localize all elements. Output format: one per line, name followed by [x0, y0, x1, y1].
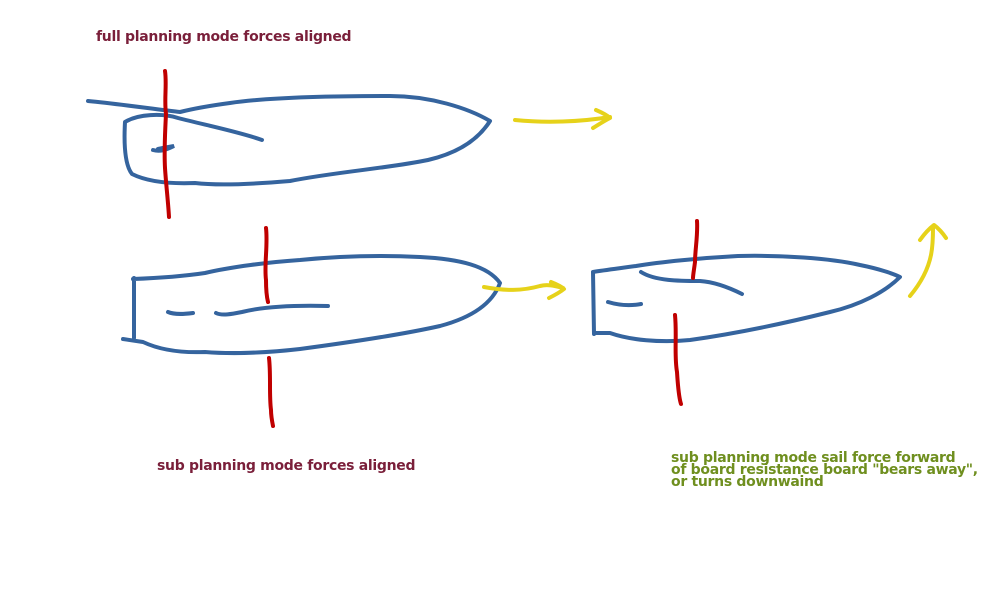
bear-away-label-line: of board resistance board "bears away", [671, 462, 978, 478]
force-line-icon [162, 69, 171, 219]
board-centerline-icon [166, 303, 330, 317]
bear-away-diagram [591, 219, 948, 406]
arrow-icon [908, 223, 948, 298]
force-line-icon [263, 226, 270, 304]
bear-away-label-line: or turns downwaind [671, 474, 824, 490]
sub-planning-label: sub planning mode forces aligned [157, 458, 416, 474]
arrow-icon [513, 108, 612, 130]
board-outline-icon [86, 94, 492, 187]
force-line-icon [673, 313, 683, 406]
board-outline-icon [121, 254, 502, 355]
sub-planning-diagram [121, 226, 566, 428]
bear-away-label-line: sub planning mode sail force forward [671, 450, 956, 466]
full-planning-label: full planning mode forces aligned [96, 29, 352, 45]
force-line-icon [267, 356, 275, 428]
force-line-icon [691, 219, 700, 280]
board-centerline-icon [151, 144, 175, 153]
board-outline-icon [591, 253, 902, 344]
full-planning-diagram [86, 69, 612, 219]
board-centerline-icon [606, 270, 744, 308]
bear-away-label: sub planning mode sail force forward of … [671, 450, 978, 490]
arrow-icon [482, 280, 566, 300]
